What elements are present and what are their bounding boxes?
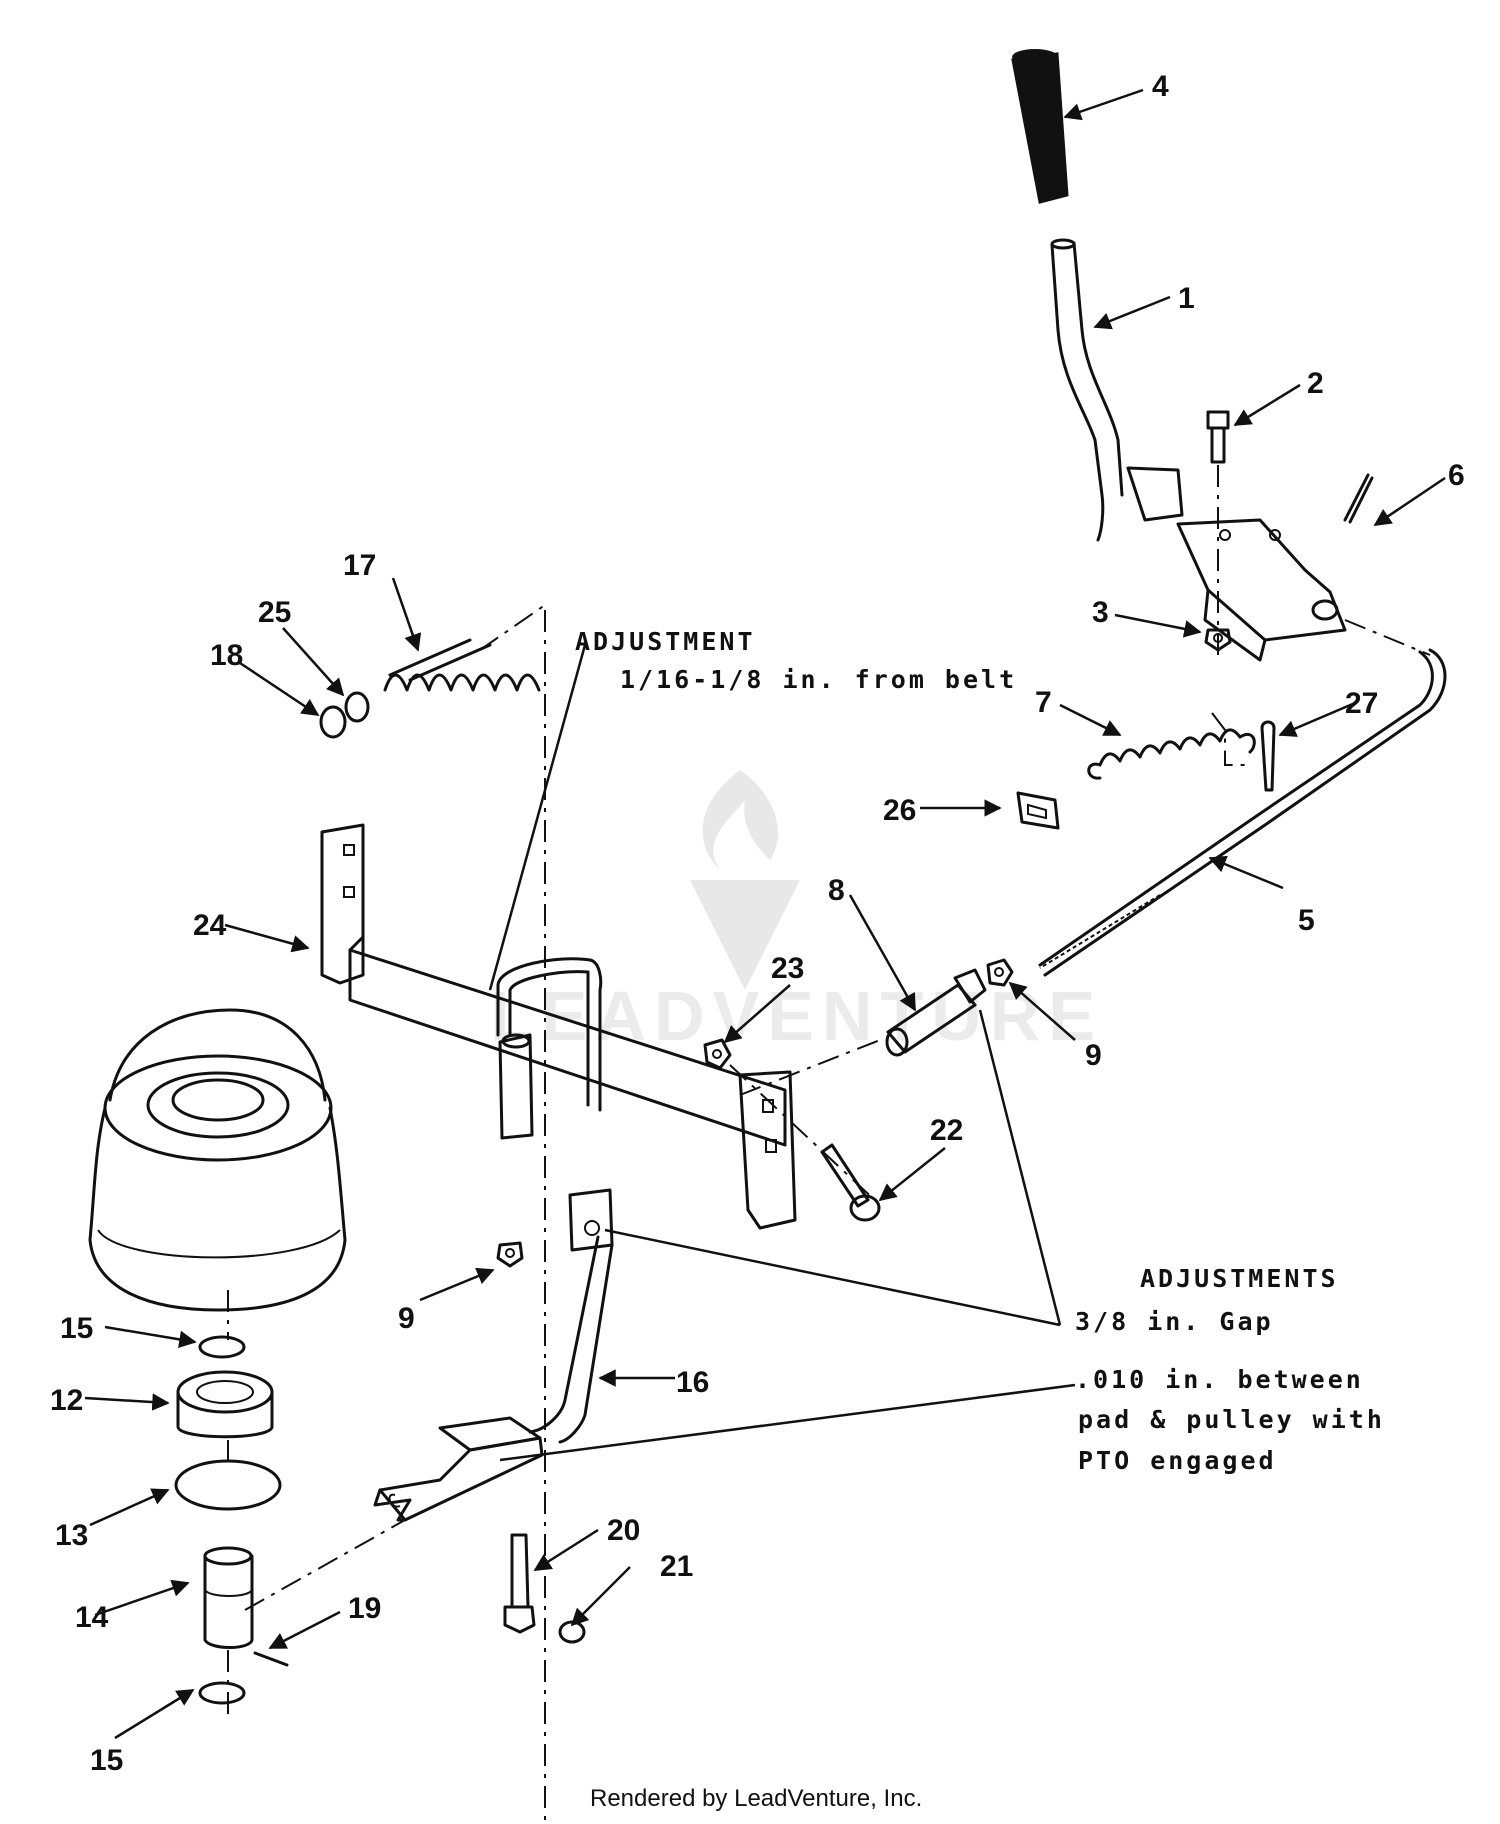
part-18-snap-ring	[319, 705, 347, 739]
callout-22: 22	[930, 1114, 963, 1147]
part-27-cotter-pin	[1260, 720, 1276, 792]
part-15-snap-ring-lower	[198, 1681, 246, 1705]
callout-27: 27	[1345, 687, 1378, 720]
part-2-bolt	[1206, 410, 1230, 464]
part-7-spring	[1087, 728, 1256, 780]
callout-24: 24	[193, 909, 227, 942]
adjustment-title: ADJUSTMENT	[575, 627, 756, 656]
part-9-nut-upper	[986, 958, 1014, 987]
callout-7: 7	[1035, 686, 1052, 719]
axis-line-turnbuckle	[739, 1039, 881, 1096]
part-25-washer	[344, 691, 370, 723]
callout-14: 14	[75, 1601, 109, 1634]
adjustments-line-3: PTO engaged	[1078, 1446, 1277, 1475]
callout-25: 25	[258, 596, 291, 629]
callout-6: 6	[1448, 459, 1465, 492]
part-1-lever	[1050, 238, 1184, 542]
footer-credit: Rendered by LeadVenture, Inc.	[590, 1785, 922, 1812]
callout-15-lower: 15	[90, 1744, 123, 1777]
callout-23: 23	[771, 952, 804, 985]
part-5-rod	[1038, 648, 1447, 977]
adjustment-value: 1/16-1/8 in. from belt	[620, 665, 1017, 694]
part-9-nut-lower	[496, 1241, 524, 1268]
adjustments-line-1: .010 in. between	[1075, 1365, 1364, 1394]
leader-adjustments-pad	[499, 1383, 1076, 1462]
watermark-text: LEADVENTURE	[490, 977, 1103, 1055]
callout-20: 20	[607, 1514, 640, 1547]
part-17-spring	[383, 638, 541, 692]
callout-1: 1	[1178, 282, 1195, 315]
part-22-bolt	[820, 1143, 881, 1222]
pulley	[88, 1008, 347, 1312]
part-23-nut	[703, 1038, 732, 1070]
part-24-bracket	[320, 823, 797, 1230]
part-4-grip	[1011, 49, 1069, 204]
callout-16: 16	[676, 1366, 709, 1399]
part-26-clip	[1016, 791, 1060, 830]
adjustments-gap: 3/8 in. Gap	[1075, 1307, 1274, 1336]
axis-line-spring-7	[1211, 712, 1250, 766]
callout-2: 2	[1307, 367, 1324, 400]
callout-21: 21	[660, 1550, 693, 1583]
part-8-turnbuckle	[885, 968, 987, 1057]
callout-17: 17	[343, 549, 376, 582]
axis-line-shaft	[244, 1519, 406, 1611]
callout-arrows	[84, 88, 1446, 1740]
callout-8: 8	[828, 874, 845, 907]
axis-line-adjuster	[479, 603, 546, 1820]
callout-5: 5	[1298, 904, 1315, 937]
watermark-logo: LEADVENTURE	[490, 770, 1103, 1055]
callout-19: 19	[348, 1592, 381, 1625]
callout-13: 13	[55, 1519, 88, 1552]
callout-3: 3	[1092, 596, 1109, 629]
part-19-pin	[253, 1651, 289, 1667]
callout-9-lower: 9	[398, 1302, 415, 1335]
callout-26: 26	[883, 794, 916, 827]
adjustments-line-2: pad & pulley with	[1078, 1405, 1385, 1434]
callout-12: 12	[50, 1384, 83, 1417]
callout-18: 18	[210, 639, 243, 672]
callout-15-upper: 15	[60, 1312, 93, 1345]
part-20-bolt	[503, 1533, 536, 1634]
callout-9-upper: 9	[1085, 1039, 1102, 1072]
part-14-shaft	[203, 1546, 254, 1649]
part-15-snap-ring-upper	[198, 1335, 246, 1359]
axis-line-rod-5	[1344, 619, 1431, 656]
part-12-bearing	[176, 1370, 274, 1439]
part-13-retaining-ring	[174, 1459, 282, 1511]
leader-adjustments-gap	[604, 1009, 1062, 1327]
callout-4: 4	[1152, 70, 1169, 103]
part-16-arm	[373, 1188, 614, 1522]
leader-adjustment-belt	[488, 644, 587, 991]
axis-line-bolt-22	[729, 1064, 881, 1206]
part-3-nut	[1204, 628, 1232, 652]
adjuster-u-loop	[496, 957, 603, 1140]
adjustments-title: ADJUSTMENTS	[1140, 1264, 1339, 1293]
